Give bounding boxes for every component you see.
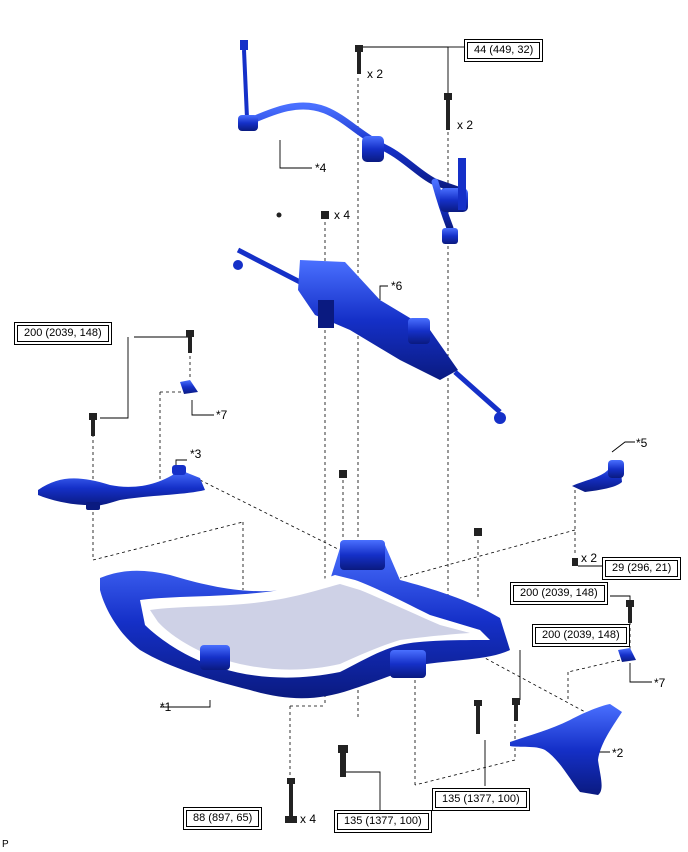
label-part-7a: *7 — [216, 408, 228, 422]
qty-top-center: x 2 — [367, 67, 384, 81]
mount-bracket — [572, 460, 624, 492]
torque-box-bottom-left: 88 (897, 65) — [183, 807, 263, 830]
lower-arm-left — [38, 465, 205, 510]
torque-box-bottom-mid: 135 (1377, 100) — [334, 810, 432, 833]
label-part-7b: *7 — [654, 676, 666, 690]
torque-box-right-mid: 200 (2039, 148) — [510, 582, 608, 605]
label-part-5: *5 — [636, 436, 648, 450]
steering-gear — [233, 247, 506, 424]
qty-nut-top: x 4 — [334, 208, 351, 222]
qty-nut-right: x 2 — [581, 551, 598, 565]
torque-box-right-upper: 29 (296, 21) — [602, 557, 682, 580]
label-part-3: *3 — [190, 447, 202, 461]
torque-box-bottom-right: 135 (1377, 100) — [432, 788, 530, 811]
stabilizer-bar — [238, 40, 468, 244]
torque-box-top: 44 (449, 32) — [464, 39, 544, 62]
corner-mark: P — [2, 839, 9, 850]
lower-arm-right — [510, 704, 622, 795]
label-part-6: *6 — [391, 279, 403, 293]
qty-bolt-bottom: x 4 — [300, 812, 317, 826]
qty-top-right: x 2 — [457, 118, 474, 132]
fasteners — [89, 45, 634, 823]
label-part-4: *4 — [315, 161, 327, 175]
subframe — [100, 540, 510, 699]
brackets — [180, 380, 636, 662]
torque-box-right-low: 200 (2039, 148) — [532, 624, 630, 647]
label-part-1: *1 — [160, 700, 172, 714]
label-part-2: *2 — [612, 746, 624, 760]
torque-box-left: 200 (2039, 148) — [14, 322, 112, 345]
